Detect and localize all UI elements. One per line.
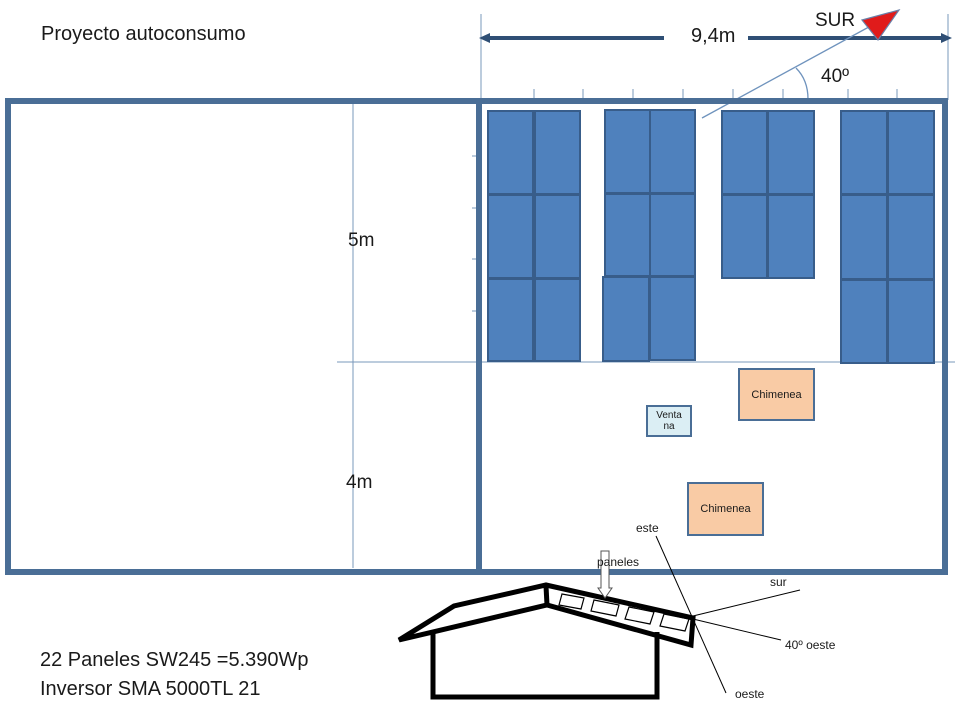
solar-panel [602, 276, 650, 362]
south-arrow-icon [860, 8, 901, 42]
solar-panel [887, 194, 935, 280]
solar-panel [649, 109, 696, 194]
solar-panel [887, 279, 935, 364]
solar-panel [840, 279, 888, 364]
width-arrowhead-right [941, 33, 952, 43]
window-label: Venta na [656, 410, 682, 432]
angle-label: 40º [821, 66, 850, 87]
chimney: Chimenea [738, 368, 815, 421]
solar-panel [649, 276, 696, 361]
arrow-down-icon [597, 550, 613, 599]
lower-depth-label: 4m [346, 472, 373, 493]
angle-arc [795, 67, 809, 100]
solar-panel [721, 194, 768, 279]
solar-panel [721, 110, 768, 195]
window: Venta na [646, 405, 692, 437]
solar-panel [767, 110, 815, 195]
solar-panel [534, 278, 581, 362]
panels-label: paneles [597, 555, 640, 569]
solar-panel [487, 110, 534, 195]
inverter-spec: Inversor SMA 5000TL 21 [40, 678, 261, 700]
solar-panel [487, 278, 534, 362]
south-label: SUR [815, 10, 856, 31]
solar-panel [534, 110, 581, 195]
house-section [397, 535, 801, 700]
solar-panel [767, 194, 815, 279]
west-40-label: 40º oeste [785, 638, 836, 652]
west-label: oeste [735, 687, 765, 701]
east-west-line [655, 535, 727, 694]
roof-ridge [543, 585, 550, 606]
upper-depth-label: 5m [348, 230, 375, 251]
east-label: este [636, 521, 659, 535]
south-line [692, 589, 801, 617]
solar-panel [604, 193, 651, 277]
house-walls [430, 632, 660, 700]
chimney: Chimenea [687, 482, 764, 536]
width-arrowhead-left [479, 33, 490, 43]
solar-panel [840, 194, 888, 280]
section-south-label: sur [770, 575, 787, 589]
solar-panel [487, 194, 534, 279]
solar-panel [887, 110, 935, 195]
west-40-line [692, 618, 782, 641]
panel-spec: 22 Paneles SW245 =5.390Wp [40, 649, 309, 671]
solar-panel [649, 193, 696, 277]
project-title: Proyecto autoconsumo [41, 23, 246, 45]
solar-panel [840, 110, 888, 195]
width-dimension-label: 9,4m [689, 25, 738, 48]
panel-array [487, 109, 935, 364]
solar-panel [534, 194, 581, 279]
solar-panel [604, 109, 651, 194]
section-panels [558, 593, 690, 632]
